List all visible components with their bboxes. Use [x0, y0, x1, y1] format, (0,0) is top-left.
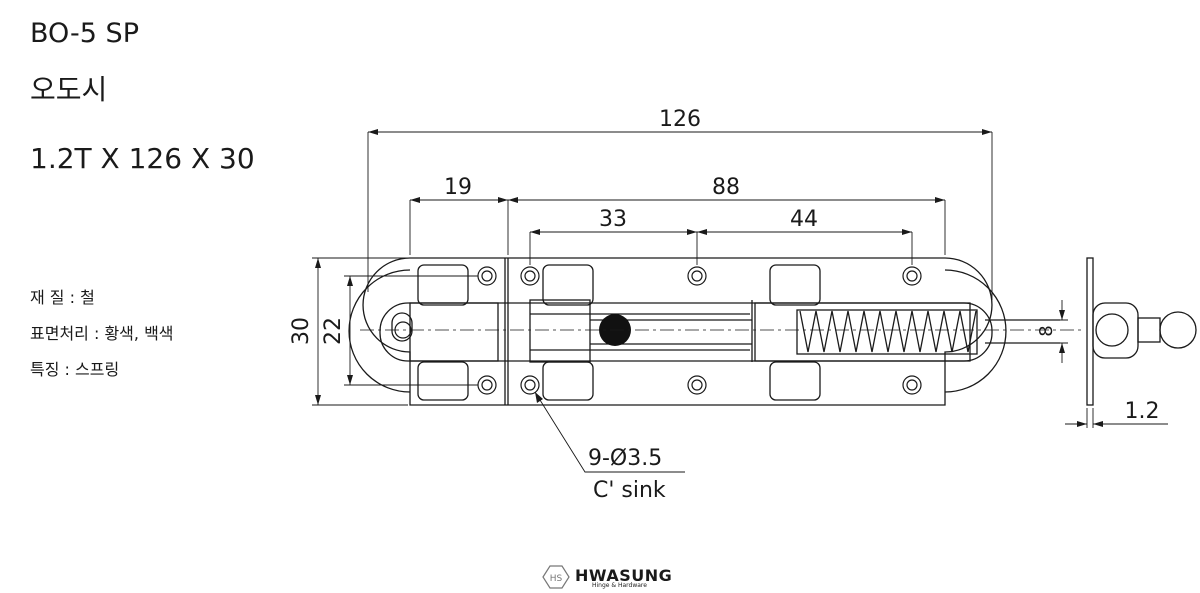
dim-hole-pitch-1: 33	[599, 207, 627, 232]
brand-mark-text: HS	[550, 574, 563, 584]
spec-finish: 표면처리 : 황색, 백색	[30, 324, 174, 343]
bolt-bar	[379, 302, 993, 362]
brand-tagline: Hinge & Hardware	[592, 582, 647, 589]
brand-mark: HS	[542, 565, 570, 589]
left-mount-bottom	[417, 361, 469, 401]
dim-hole-pitch-2: 44	[790, 207, 818, 232]
product-size: 1.2T X 126 X 30	[30, 142, 255, 175]
spring	[799, 310, 977, 353]
spec-material: 재 질 : 철	[30, 288, 95, 307]
middle-guide-top	[542, 264, 594, 306]
dim-height: 30	[289, 317, 314, 345]
dim-overall-length: 126	[659, 107, 701, 132]
dim-slot-span: 88	[712, 175, 740, 200]
callout-sink: C' sink	[593, 478, 666, 503]
spec-feature: 특징 : 스프링	[30, 360, 120, 379]
mounting-holes	[394, 266, 922, 395]
left-mount-top	[417, 264, 469, 306]
right-guide-bottom	[769, 361, 821, 401]
spec-finish-label: 표면처리	[30, 324, 89, 343]
brand-name: HWASUNG	[575, 566, 673, 585]
model-code: BO-5 SP	[30, 18, 139, 49]
spec-feature-label: 특징	[30, 360, 60, 379]
product-name: 오도시	[30, 73, 108, 106]
spec-material-value: 철	[80, 288, 95, 307]
dim-thickness: 1.2	[1125, 399, 1160, 424]
right-guide-top	[769, 264, 821, 306]
spec-feature-value: 스프링	[75, 360, 120, 379]
dim-mount-width: 19	[444, 175, 472, 200]
middle-guide-bottom	[542, 361, 594, 401]
side-view	[1086, 257, 1197, 406]
callout-holes: 9-Ø3.5	[588, 446, 662, 471]
spec-finish-value: 황색, 백색	[104, 324, 174, 343]
dim-inner-height: 22	[321, 317, 346, 345]
spec-material-label: 재 질	[30, 288, 65, 307]
plate-outline	[362, 257, 993, 406]
dim-bolt-diameter: 8	[1036, 325, 1057, 336]
